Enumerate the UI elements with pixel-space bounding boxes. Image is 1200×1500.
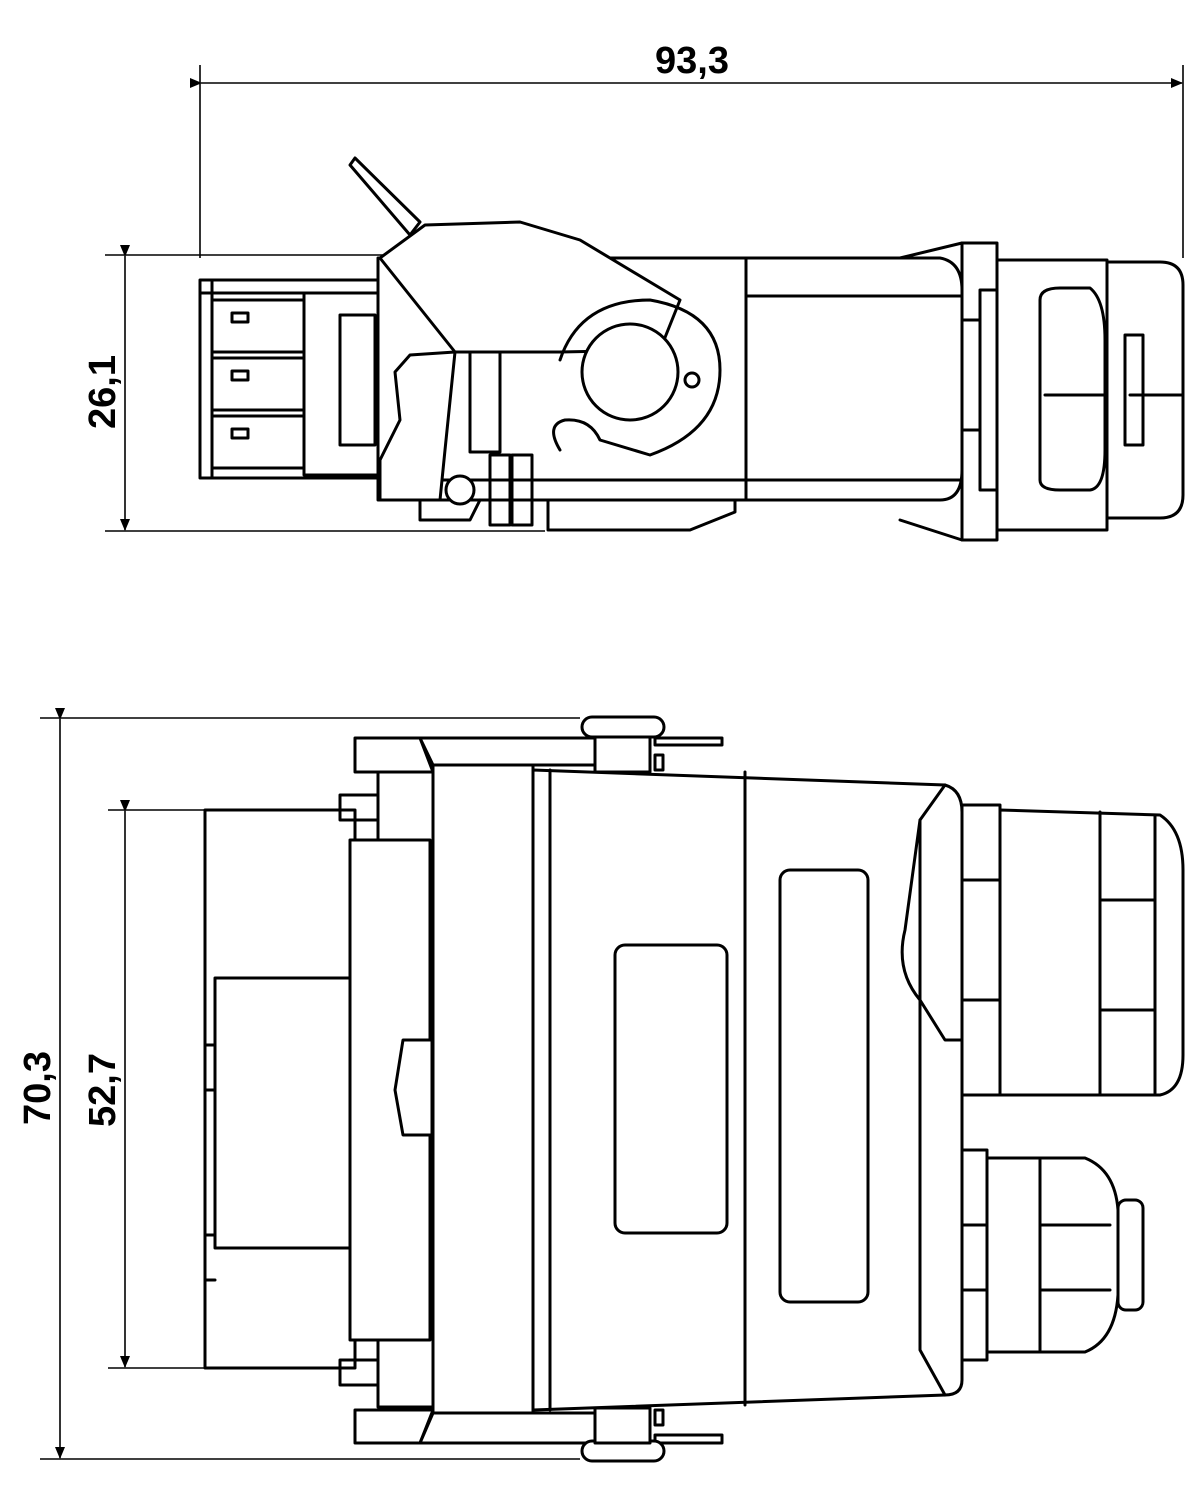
contact-insert: [198, 278, 380, 480]
dimension-overall-width: 70,3: [17, 708, 580, 1460]
dimension-inner-width: 52,7: [82, 800, 205, 1369]
side-view: [198, 156, 1185, 542]
cable-gland-upper: [960, 803, 1185, 1097]
insert-top: [203, 808, 357, 1370]
mounting-frame: [338, 736, 435, 1445]
dimension-label-side-height: 26,1: [82, 355, 124, 429]
dimension-label-inner-width: 52,7: [82, 1053, 124, 1127]
hinge-bottom: [418, 1406, 724, 1463]
housing-top: [431, 763, 964, 1415]
cable-gland-lower: [960, 1148, 1145, 1362]
dimension-label-overall-length: 93,3: [655, 40, 729, 82]
dimension-label-overall-width: 70,3: [17, 1051, 59, 1125]
cable-gland-side: [960, 241, 1185, 542]
dimension-side-height: 26,1: [82, 245, 545, 532]
dimension-overall-length: 93,3: [190, 40, 1184, 258]
locking-lever: [348, 156, 722, 506]
hinge-top: [418, 715, 724, 774]
top-view: [203, 715, 1185, 1463]
latch-detail: [418, 350, 534, 527]
